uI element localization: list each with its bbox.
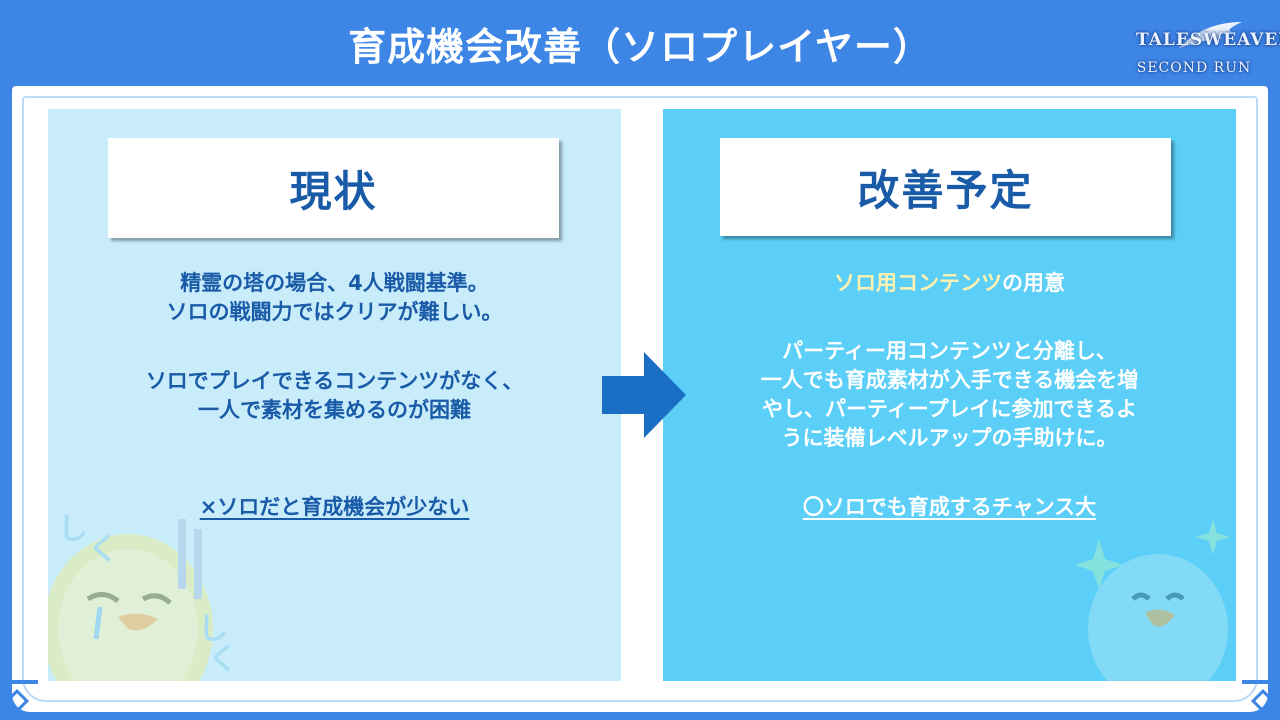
right-arrow-icon: [602, 352, 686, 438]
corner-ornament-icon: [0, 680, 38, 718]
logo-line-2: SECOND RUN: [1136, 60, 1252, 76]
improvement-plan-panel: 改善予定 ソロ用コンテンツの用意 パーティー用コンテンツと分離し、 一人でも育成…: [663, 109, 1236, 681]
description-line: パーティー用コンテンツと分離し、: [782, 339, 1117, 363]
svg-text:く: く: [88, 532, 118, 567]
improvement-heading: 改善予定: [857, 165, 1034, 215]
current-state-conclusion-wrap: ×ソロだと育成機会が少ない: [48, 493, 621, 522]
current-state-description-2: ソロでプレイできるコンテンツがなく、 一人で素材を集めるのが困難: [48, 367, 621, 425]
current-state-description: 精霊の塔の場合、4人戦闘基準。 ソロの戦闘力ではクリアが難しい。: [48, 269, 621, 327]
svg-text:く: く: [208, 642, 238, 677]
subtitle-rest: の用意: [1002, 271, 1065, 295]
current-state-heading: 現状: [289, 166, 378, 216]
description-line: うに装備レベルアップの手助けに。: [781, 426, 1118, 450]
current-state-panel: し く し く 現状 精霊の塔の場合、4人戦闘基準。 ソロの戦闘力ではクリアが難…: [48, 109, 621, 681]
description-line: 一人で素材を集めるのが困難: [198, 398, 471, 422]
corner-ornament-icon: [1242, 680, 1280, 718]
description-line: ソロの戦闘力ではクリアが難しい。: [166, 300, 503, 324]
current-state-conclusion: ×ソロだと育成機会が少ない: [199, 495, 470, 519]
improvement-conclusion: 〇ソロでも育成するチャンス大: [802, 495, 1097, 519]
improvement-conclusion-wrap: 〇ソロでも育成するチャンス大: [663, 493, 1236, 522]
page-title: 育成機会改善（ソロプレイヤー）: [348, 25, 932, 69]
header-bar: 育成機会改善（ソロプレイヤー） TALESWEAVER SECOND RUN: [0, 0, 1280, 86]
description-line: 一人でも育成素材が入手できる機会を増: [760, 368, 1139, 392]
laughing-mascot-icon: [1075, 519, 1231, 681]
logo-line-1: TALESWEAVER: [1136, 30, 1280, 50]
current-state-heading-box: 現状: [108, 138, 559, 238]
svg-text:し: し: [198, 612, 228, 647]
description-line: 精霊の塔の場合、4人戦闘基準。: [180, 271, 489, 295]
subtitle-highlight: ソロ用コンテンツ: [834, 271, 1002, 295]
svg-text:し: し: [58, 512, 88, 547]
crying-mascot-icon: し く し く: [48, 512, 238, 681]
game-logo: TALESWEAVER SECOND RUN: [1136, 20, 1280, 86]
wing-icon: [1179, 22, 1242, 48]
description-line: やし、パーティープレイに参加できるよ: [761, 397, 1138, 421]
description-line: ソロでプレイできるコンテンツがなく、: [145, 369, 524, 393]
improvement-heading-box: 改善予定: [720, 138, 1171, 236]
improvement-description: パーティー用コンテンツと分離し、 一人でも育成素材が入手できる機会を増 やし、パ…: [663, 337, 1236, 453]
decorative-frame: [22, 96, 1258, 702]
improvement-subtitle: ソロ用コンテンツの用意: [663, 269, 1236, 298]
